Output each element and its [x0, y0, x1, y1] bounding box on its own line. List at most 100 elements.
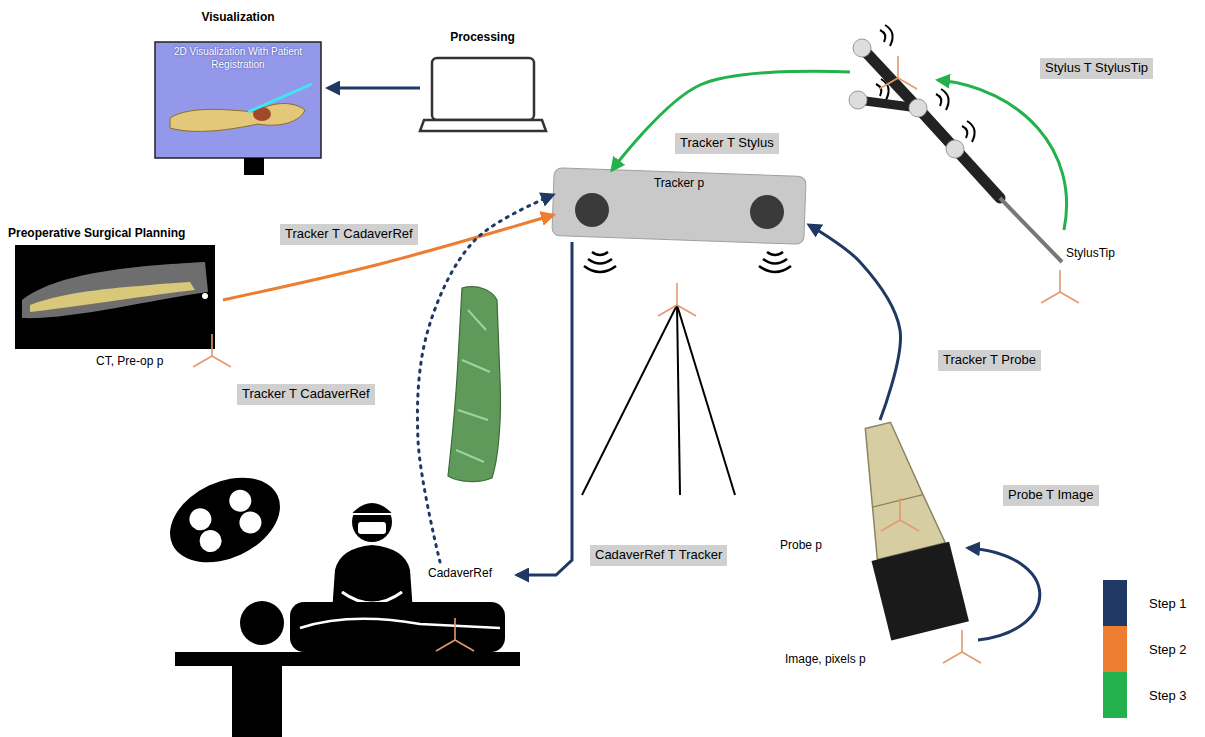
operating-room-pictogram: [232, 666, 282, 737]
signal-waves: [967, 121, 975, 142]
ultrasound-probe: [840, 416, 981, 663]
bone-model: [448, 287, 501, 482]
legend-swatch: [1103, 580, 1127, 626]
legend-swatch: [1103, 672, 1127, 718]
optical-tracker: [552, 168, 806, 245]
signal-waves: [876, 84, 881, 96]
operating-room-pictogram: [290, 602, 505, 652]
legend-swatch: [1103, 626, 1127, 672]
optical-tracker: [582, 305, 677, 495]
frame-label: Image, pixels p: [785, 652, 866, 667]
operating-room-pictogram: [186, 505, 215, 534]
connector-arrow: [417, 195, 553, 562]
node-title: Preoperative Surgical Planning: [8, 226, 185, 241]
optical-tracker: [552, 168, 806, 495]
signal-waves: [962, 126, 967, 138]
bone-model: [456, 310, 490, 462]
frame-label: StylusTip: [1066, 246, 1115, 261]
transform-label: Tracker T CadaverRef: [237, 384, 375, 405]
bone-model: [448, 287, 501, 482]
operating-room-pictogram: [175, 652, 520, 666]
signal-waves: [767, 252, 783, 255]
stylus-tool: [849, 91, 867, 109]
stylus-tool: [946, 140, 964, 158]
ct-image: [22, 262, 208, 318]
node-title: Processing: [420, 30, 545, 45]
connector-arrow: [517, 242, 572, 575]
stylus-tool: [853, 39, 871, 57]
operating-room-pictogram: [342, 592, 402, 603]
signal-waves: [936, 94, 941, 106]
operating-room-pictogram: [358, 522, 386, 534]
signal-waves: [885, 25, 893, 46]
operating-room-pictogram: [300, 619, 500, 628]
signal-waves: [759, 266, 791, 272]
frame-label: CadaverRef: [428, 566, 492, 581]
ct-image: [30, 282, 195, 312]
operating-room-pictogram: [196, 526, 225, 555]
legend-label: Step 1: [1149, 596, 1187, 611]
connector-arrow: [223, 215, 553, 300]
transform-label: Stylus T StylusTip: [1040, 58, 1153, 79]
optical-tracker: [677, 305, 680, 495]
legend-label: Step 3: [1149, 688, 1187, 703]
optical-tracker: [552, 168, 806, 245]
operating-room-pictogram: [240, 601, 284, 645]
monitor-illustration: [244, 158, 264, 175]
optical-tracker: [658, 283, 696, 316]
optical-tracker: Tracker p: [553, 170, 809, 242]
connector-arrow: [328, 87, 420, 90]
operating-room-pictogram: [156, 461, 293, 579]
legend-label: Step 2: [1149, 642, 1187, 657]
legend-row: Step 2: [1103, 626, 1187, 672]
processing-laptop: Processing: [420, 30, 549, 138]
laptop-icon: [432, 58, 534, 120]
node-title: Visualization: [152, 10, 324, 25]
signal-waves: [584, 266, 616, 272]
signal-waves: [941, 89, 949, 110]
operating-room-pictogram: [236, 508, 265, 537]
ct-image: [15, 245, 231, 367]
stylus-tool: [909, 99, 927, 117]
ultrasound-probe: [873, 495, 923, 508]
stylus-tool: [879, 56, 917, 89]
frame-label: CT, Pre-op p: [96, 354, 163, 369]
monitor-illustration: [155, 42, 321, 175]
operating-room-pictogram: [436, 618, 474, 651]
monitor-illustration: [248, 84, 312, 112]
signal-waves: [880, 30, 885, 42]
legend-row: Step 1: [1103, 580, 1187, 626]
ultrasound-probe: [872, 542, 969, 641]
connector-arrow: [612, 71, 850, 170]
connector-arrow: [809, 225, 901, 420]
screen-text: 2D Visualization With Patient Registrati…: [164, 46, 312, 71]
ct-planning-image: Preoperative Surgical PlanningCT, Pre-op…: [8, 222, 223, 382]
ultrasound-probe: [840, 416, 969, 641]
operating-room-pictogram: [350, 502, 394, 514]
transform-label: Tracker T Probe: [938, 350, 1041, 371]
optical-tracker: [575, 193, 609, 227]
frame-label: Tracker p: [553, 176, 805, 191]
laptop-icon: [420, 120, 546, 131]
ultrasound-probe: [846, 416, 945, 559]
visualization-monitor: Visualization 2D Visualization With Patie…: [152, 10, 328, 178]
stylus-tool: [1000, 198, 1062, 262]
optical-tracker: [750, 195, 784, 229]
transform-label: Tracker T CadaverRef: [280, 224, 418, 245]
frame-label: Probe p: [780, 538, 822, 553]
signal-waves: [592, 252, 608, 255]
legend: Step 1 Step 2 Step 3: [1103, 580, 1187, 718]
stylus-tool: [862, 48, 1000, 198]
monitor-illustration: [170, 104, 305, 132]
legend-row: Step 3: [1103, 672, 1187, 718]
signal-waves: [584, 25, 975, 272]
ultrasound-probe: [881, 498, 919, 531]
signal-waves: [763, 259, 787, 264]
ct-image: [202, 293, 208, 299]
ct-image: [193, 334, 231, 367]
transform-arrow: [938, 80, 1067, 230]
laptop-icon: [420, 58, 546, 131]
transform-label: Tracker T Stylus: [675, 133, 779, 154]
